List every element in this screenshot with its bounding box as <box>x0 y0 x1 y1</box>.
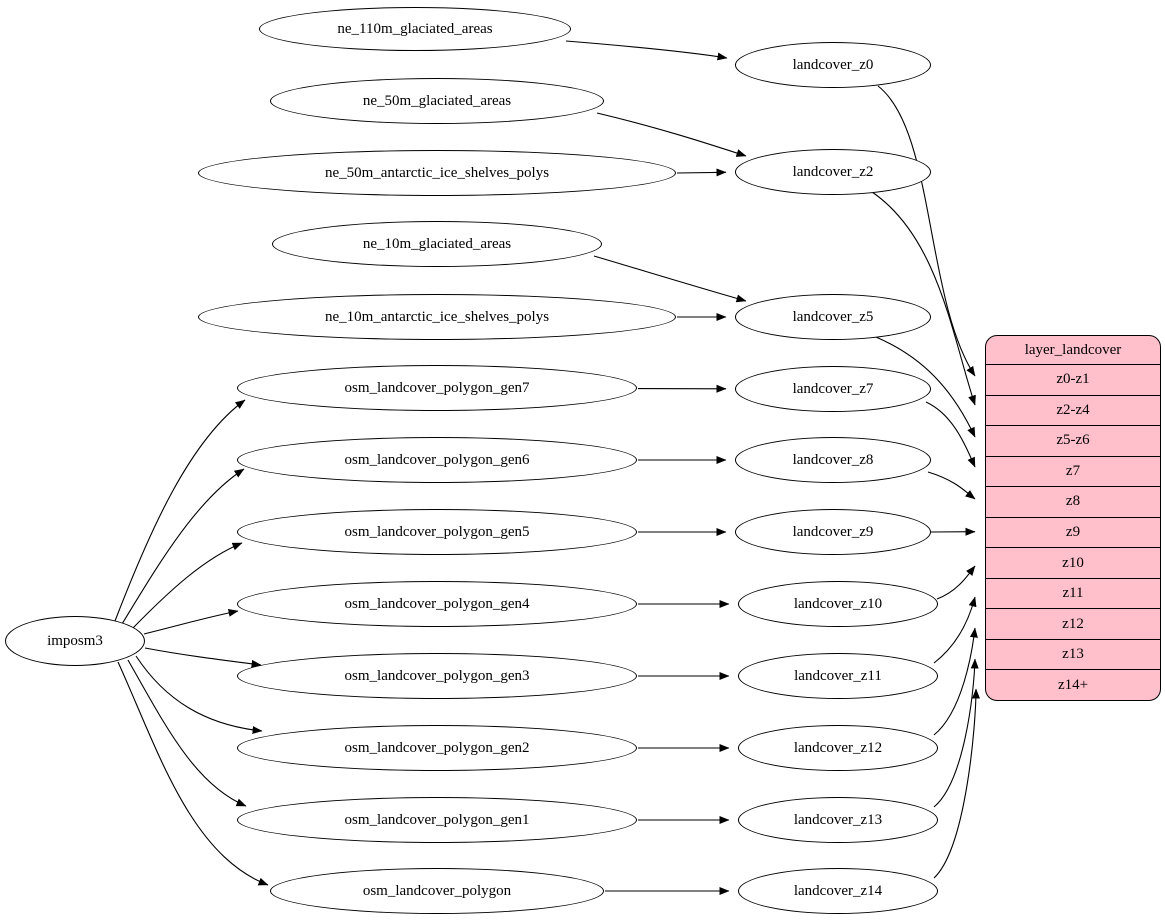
node-landcover_z13: landcover_z13 <box>738 797 938 843</box>
node-label: landcover_z11 <box>794 667 882 684</box>
node-ne_110m_glaciated_areas: ne_110m_glaciated_areas <box>259 7 571 51</box>
node-label: ne_10m_antarctic_ice_shelves_polys <box>324 308 550 325</box>
node-label: landcover_z14 <box>793 882 883 899</box>
node-osm_landcover_polygon_gen7: osm_landcover_polygon_gen7 <box>237 365 637 411</box>
edge-imposm3-gen7 <box>114 399 246 622</box>
node-ne_10m_antarctic_ice_shelves_polys: ne_10m_antarctic_ice_shelves_polys <box>198 294 676 340</box>
table-title: layer_landcover <box>1024 341 1122 358</box>
node-osm_landcover_polygon_gen4: osm_landcover_polygon_gen4 <box>237 581 637 627</box>
table-row-z10: z10 <box>986 547 1160 578</box>
node-label: osm_landcover_polygon_gen4 <box>344 595 530 612</box>
edge-imposm3-gen3 <box>144 647 262 668</box>
node-label: landcover_z10 <box>793 595 883 612</box>
node-label: osm_landcover_polygon_gen1 <box>344 811 530 828</box>
edge-imposm3-polygon <box>117 661 269 886</box>
node-label: landcover_z12 <box>793 739 883 756</box>
node-label: osm_landcover_polygon_gen6 <box>344 451 530 468</box>
edge-z2-row <box>871 191 976 406</box>
node-label: landcover_z8 <box>792 451 874 468</box>
table-row-z11: z11 <box>986 577 1160 609</box>
edge-z7-row <box>925 401 976 468</box>
node-osm_landcover_polygon_gen3: osm_landcover_polygon_gen3 <box>237 653 637 699</box>
edge-ne50mant-z2 <box>676 168 727 177</box>
node-label: imposm3 <box>47 632 103 649</box>
edge-imposm3-gen4 <box>143 608 239 635</box>
node-ne_10m_glaciated_areas: ne_10m_glaciated_areas <box>272 221 602 267</box>
edge-z8-row <box>927 471 976 500</box>
node-landcover_z11: landcover_z11 <box>738 653 938 699</box>
table-row-z8: z8 <box>986 486 1160 517</box>
table-row-z0-z1: z0-z1 <box>986 364 1160 395</box>
edge-imposm3-gen6 <box>121 468 245 625</box>
node-label: osm_landcover_polygon_gen2 <box>344 739 530 756</box>
table-row-z12: z12 <box>986 608 1160 639</box>
node-label: landcover_z7 <box>792 380 874 397</box>
edge-z14-row <box>933 688 980 879</box>
node-imposm3: imposm3 <box>5 616 145 666</box>
node-label: landcover_z0 <box>792 56 874 73</box>
node-label: landcover_z2 <box>792 163 874 180</box>
edge-z0-row <box>877 85 976 377</box>
edge-imposm3-gen5 <box>131 542 243 630</box>
edge-z5-row <box>875 336 976 438</box>
table-row-z7: z7 <box>986 455 1160 487</box>
node-label: osm_landcover_polygon_gen3 <box>344 667 530 684</box>
edge-imposm3-gen1 <box>127 659 247 807</box>
table-row-z13: z13 <box>986 638 1160 670</box>
node-label: ne_50m_antarctic_ice_shelves_polys <box>324 164 550 181</box>
node-landcover_z8: landcover_z8 <box>735 437 931 483</box>
node-osm_landcover_polygon_gen2: osm_landcover_polygon_gen2 <box>237 725 637 771</box>
table-row-z9: z9 <box>986 516 1160 548</box>
node-landcover_z5: landcover_z5 <box>735 294 931 340</box>
edge-ne110m-z0 <box>565 40 728 61</box>
edge-z12-row <box>933 627 978 736</box>
edge-z10-row <box>936 565 976 600</box>
node-landcover_z2: landcover_z2 <box>735 149 931 195</box>
node-label: osm_landcover_polygon_gen7 <box>344 379 530 396</box>
node-osm_landcover_polygon_gen5: osm_landcover_polygon_gen5 <box>237 509 637 555</box>
node-osm_landcover_polygon: osm_landcover_polygon <box>270 868 604 914</box>
node-label: landcover_z9 <box>792 523 874 540</box>
node-osm_landcover_polygon_gen1: osm_landcover_polygon_gen1 <box>237 797 637 843</box>
node-osm_landcover_polygon_gen6: osm_landcover_polygon_gen6 <box>237 437 637 483</box>
node-label: ne_50m_glaciated_areas <box>362 92 512 109</box>
node-landcover_z0: landcover_z0 <box>735 42 931 88</box>
table-row-z2-z4: z2-z4 <box>986 394 1160 426</box>
edge-ne10mglac-z5 <box>593 255 747 303</box>
node-landcover_z10: landcover_z10 <box>738 581 938 627</box>
node-landcover_z9: landcover_z9 <box>735 509 931 555</box>
node-landcover_z14: landcover_z14 <box>738 868 938 914</box>
node-landcover_z12: landcover_z12 <box>738 725 938 771</box>
edge-imposm3-gen2 <box>135 655 263 734</box>
node-label: osm_landcover_polygon <box>362 882 512 899</box>
node-ne_50m_glaciated_areas: ne_50m_glaciated_areas <box>270 78 604 124</box>
table-row-z5-z6: z5-z6 <box>986 425 1160 456</box>
edge-ne50mglac-z2 <box>596 112 747 157</box>
node-landcover_z7: landcover_z7 <box>735 366 931 412</box>
node-label: landcover_z13 <box>793 811 883 828</box>
node-label: landcover_z5 <box>792 308 874 325</box>
node-label: osm_landcover_polygon_gen5 <box>344 523 530 540</box>
edge-z11-row <box>933 596 977 664</box>
table-row-z14: z14+ <box>986 669 1160 700</box>
node-layer_landcover: layer_landcover z0-z1 z2-z4 z5-z6 z7 z8 … <box>985 335 1161 701</box>
node-label: ne_10m_glaciated_areas <box>362 235 512 252</box>
node-label: ne_110m_glaciated_areas <box>337 20 493 37</box>
node-ne_50m_antarctic_ice_shelves_polys: ne_50m_antarctic_ice_shelves_polys <box>198 150 676 196</box>
edge-z13-row <box>933 658 979 808</box>
